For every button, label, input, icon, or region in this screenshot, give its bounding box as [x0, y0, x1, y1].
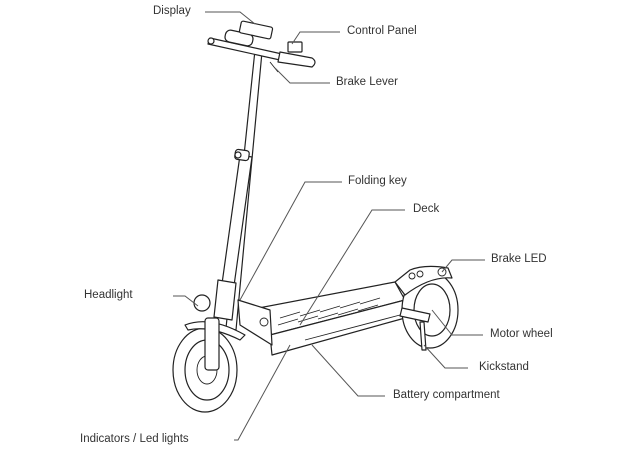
label-brake-lever: Brake Lever [336, 76, 399, 88]
front-wheel [172, 294, 246, 413]
headlight-unit [193, 294, 211, 312]
display-unit [238, 20, 274, 40]
label-indicators: Indicators / Led lights [80, 433, 189, 445]
label-control-panel: Control Panel [347, 25, 417, 37]
rear-wheel [394, 265, 459, 351]
label-motor-wheel: Motor wheel [490, 328, 553, 340]
label-deck: Deck [413, 203, 440, 215]
control-panel-unit [287, 41, 303, 53]
label-brake-led: Brake LED [491, 253, 547, 265]
brake-led-unit [437, 267, 447, 277]
label-display: Display [153, 5, 191, 17]
steering-column [213, 49, 263, 331]
label-kickstand: Kickstand [479, 361, 529, 373]
deck-body [237, 281, 406, 356]
label-folding-key: Folding key [348, 175, 407, 187]
leader-lines [173, 11, 485, 441]
kickstand-unit [419, 321, 427, 351]
handlebar [207, 20, 316, 73]
label-battery: Battery compartment [393, 389, 500, 401]
label-headlight: Headlight [84, 289, 133, 301]
